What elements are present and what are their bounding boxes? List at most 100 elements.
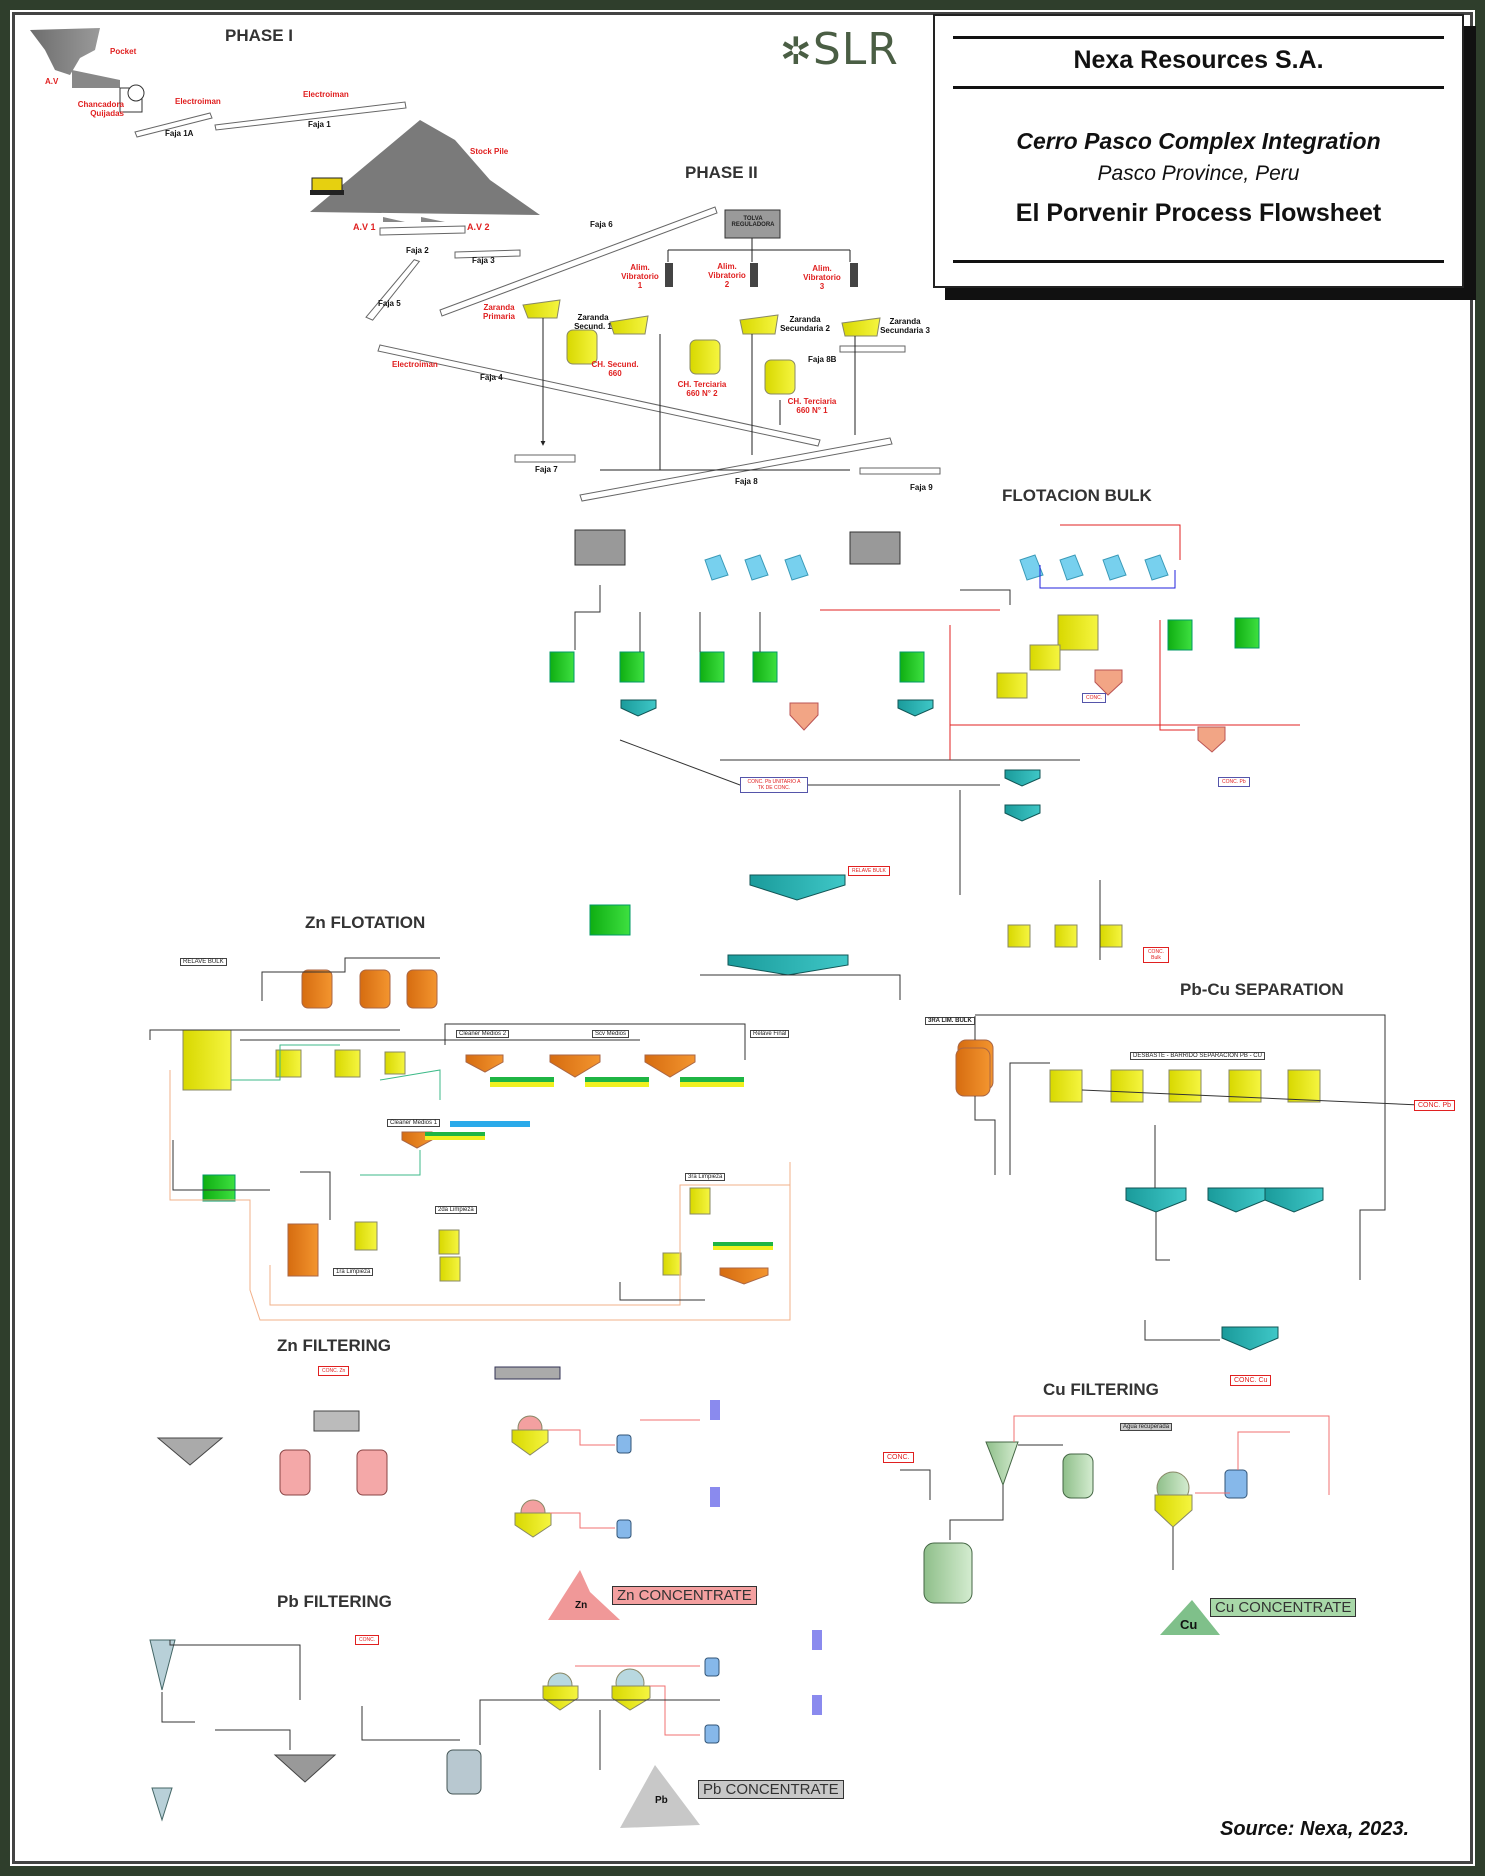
stock-pile: [310, 120, 540, 215]
section-zn-flotation: Zn FLOTATION: [305, 913, 426, 932]
title-block: Nexa Resources S.A. Cerro Pasco Complex …: [933, 14, 1464, 288]
section-cu-filtering: Cu FILTERING: [1043, 1380, 1159, 1399]
title-rule: [953, 36, 1444, 39]
section-phase1: PHASE I: [225, 26, 294, 45]
tolva-reguladora: [724, 209, 781, 239]
title-rule: [953, 260, 1444, 263]
label-ch-terciaria-2: CH. Terciaria 660 N° 2: [677, 380, 727, 398]
label-agua-recuperada: Agua recuperada: [1120, 1423, 1173, 1431]
input-conc-cu: CONC.: [883, 1452, 914, 1463]
label-zaranda-primaria: Zaranda Primaria: [482, 303, 516, 321]
label-3ra-lim-bulk: 3RA LIM. BULK: [925, 1017, 975, 1025]
label-av: A.V: [45, 77, 59, 86]
label-feeder-1: Alim. Vibratorio 1: [621, 263, 659, 290]
cu-cleaner-cells: [1125, 1187, 1324, 1351]
label-faja-8: Faja 8: [735, 477, 758, 486]
tk-sedimen-cu: [1062, 1453, 1094, 1499]
zn-distributor: [313, 1410, 360, 1432]
acond-pbcu: [955, 1047, 991, 1097]
output-relave-bulk: RELAVE BULK: [848, 866, 890, 876]
phase2-flow-lines: [540, 238, 856, 471]
pb-concentrate-label: Pb CONCENTRATE: [698, 1780, 844, 1799]
label-scv-medios: Scv Medios: [592, 1030, 630, 1038]
label-feeder-3: Alim. Vibratorio 3: [803, 264, 841, 291]
filtro-prensa: [494, 1366, 561, 1380]
cu-concentrate-label: Cu CONCENTRATE: [1210, 1598, 1357, 1617]
slr-asterisk-icon: ✲: [780, 29, 813, 73]
cone-crushers: [566, 329, 796, 395]
cono-de-cu: [985, 1441, 1019, 1487]
label-zaranda-secundaria-3: Zaranda Secundaria 3: [880, 317, 930, 335]
blue-overflow-lines: [1039, 565, 1176, 589]
diagram-border: [12, 12, 1473, 1864]
label-electroiman-3: Electroiman: [392, 360, 438, 369]
vibratory-feeder-av: [72, 70, 120, 88]
filtro-cu: [1154, 1471, 1193, 1528]
input-conc-zn: CONC. Zn: [318, 1366, 350, 1376]
label-1ra-limpieza: 1ra Limpieza: [333, 1268, 374, 1276]
conveyor-belts-phase1: [134, 101, 521, 259]
label-cleaner-medios-2: Cleaner Medios 2: [456, 1030, 510, 1038]
jaw-crusher: [119, 84, 145, 113]
label-faja-1a: Faja 1A: [165, 129, 194, 138]
zn-vacuum-pumps: [710, 1400, 720, 1507]
label-faja-7: Faja 7: [535, 465, 558, 474]
flotation-cells-zn: [182, 1029, 711, 1282]
section-zn-filtering: Zn FILTERING: [277, 1336, 391, 1355]
disc-filters-zn: [511, 1415, 552, 1538]
section-phase2: PHASE II: [685, 163, 758, 182]
pb-red-lines: [575, 1665, 700, 1736]
title-rule: [953, 86, 1444, 89]
logo-text: SLR: [812, 24, 899, 75]
cono-pb: [151, 1787, 173, 1822]
thickener-pb: [273, 1754, 337, 1783]
label-faja-5: Faja 5: [378, 299, 401, 308]
section-flotacion-bulk: FLOTACION BULK: [1002, 486, 1152, 505]
label-faja-8b: Faja 8B: [808, 355, 837, 364]
screens: [522, 299, 881, 337]
tk-concentrado-cu: [923, 1542, 973, 1604]
column-cells-bulk: [620, 699, 1041, 976]
label-relave-final: Relave Final: [750, 1030, 790, 1038]
label-faja-1: Faja 1: [308, 120, 331, 129]
output-conc-bulk: CONC. Bulk: [1143, 947, 1169, 963]
conveyor-belts-phase2: [365, 206, 941, 502]
label-ch-secund: CH. Secund. 660: [591, 360, 639, 378]
cu-red-lines: [1013, 1415, 1330, 1495]
output-conc-pb-bulk: CONC. Pb: [1218, 777, 1250, 787]
zn-concentrate-pile: [548, 1570, 620, 1620]
zn-rate-boxes: [425, 1077, 773, 1250]
label-desbaste-barrido: DESBASTE - BARRIDO SEPARACION PB - CU: [1130, 1052, 1265, 1060]
thickener-zn: [156, 1437, 224, 1466]
pbcu-flow-lines: [974, 1014, 1421, 1341]
zn-cleaner-banks: [287, 1054, 769, 1285]
source-note: Source: Nexa, 2023.: [1220, 1818, 1409, 1840]
pb-vacuum-pumps: [812, 1630, 822, 1715]
zn-vacuum-red-lines: [548, 1419, 700, 1529]
clarificador-pb: [149, 1639, 176, 1691]
tk-concentrado-pb: [446, 1749, 482, 1795]
bins-tolva: [574, 529, 901, 566]
section-pb-filtering: Pb FILTERING: [277, 1592, 392, 1611]
zn-concentrate-label: Zn CONCENTRATE: [612, 1586, 757, 1605]
cu-pile-label: Cu: [1180, 1617, 1198, 1632]
bulldozer-icon: [310, 177, 344, 195]
label-faja-4: Faja 4: [480, 373, 503, 382]
label-faja-2: Faja 2: [406, 246, 429, 255]
hydrocyclones: [704, 554, 1169, 581]
ball-mills: [202, 617, 1260, 1202]
cu-flow-lines: [900, 1444, 1174, 1570]
cu-pile: [1160, 1600, 1220, 1635]
output-conc-pb-unitario: CONC. Pb UNITARIO A TK DE CONC.: [740, 777, 808, 793]
label-pocket: Pocket: [110, 47, 137, 56]
tk-concentrado-zn: [279, 1449, 388, 1496]
output-conc-pb: CONC. Pb: [1414, 1100, 1456, 1111]
red-concentrate-lines: [820, 524, 1300, 760]
zn-pile-label: Zn: [575, 1600, 588, 1611]
zn-bottles: [616, 1434, 632, 1539]
drawing-title: El Porvenir Process Flowsheet: [1015, 199, 1382, 227]
label-feeder-2: Alim. Vibratorio 2: [708, 262, 746, 289]
label-faja-9: Faja 9: [910, 483, 933, 492]
